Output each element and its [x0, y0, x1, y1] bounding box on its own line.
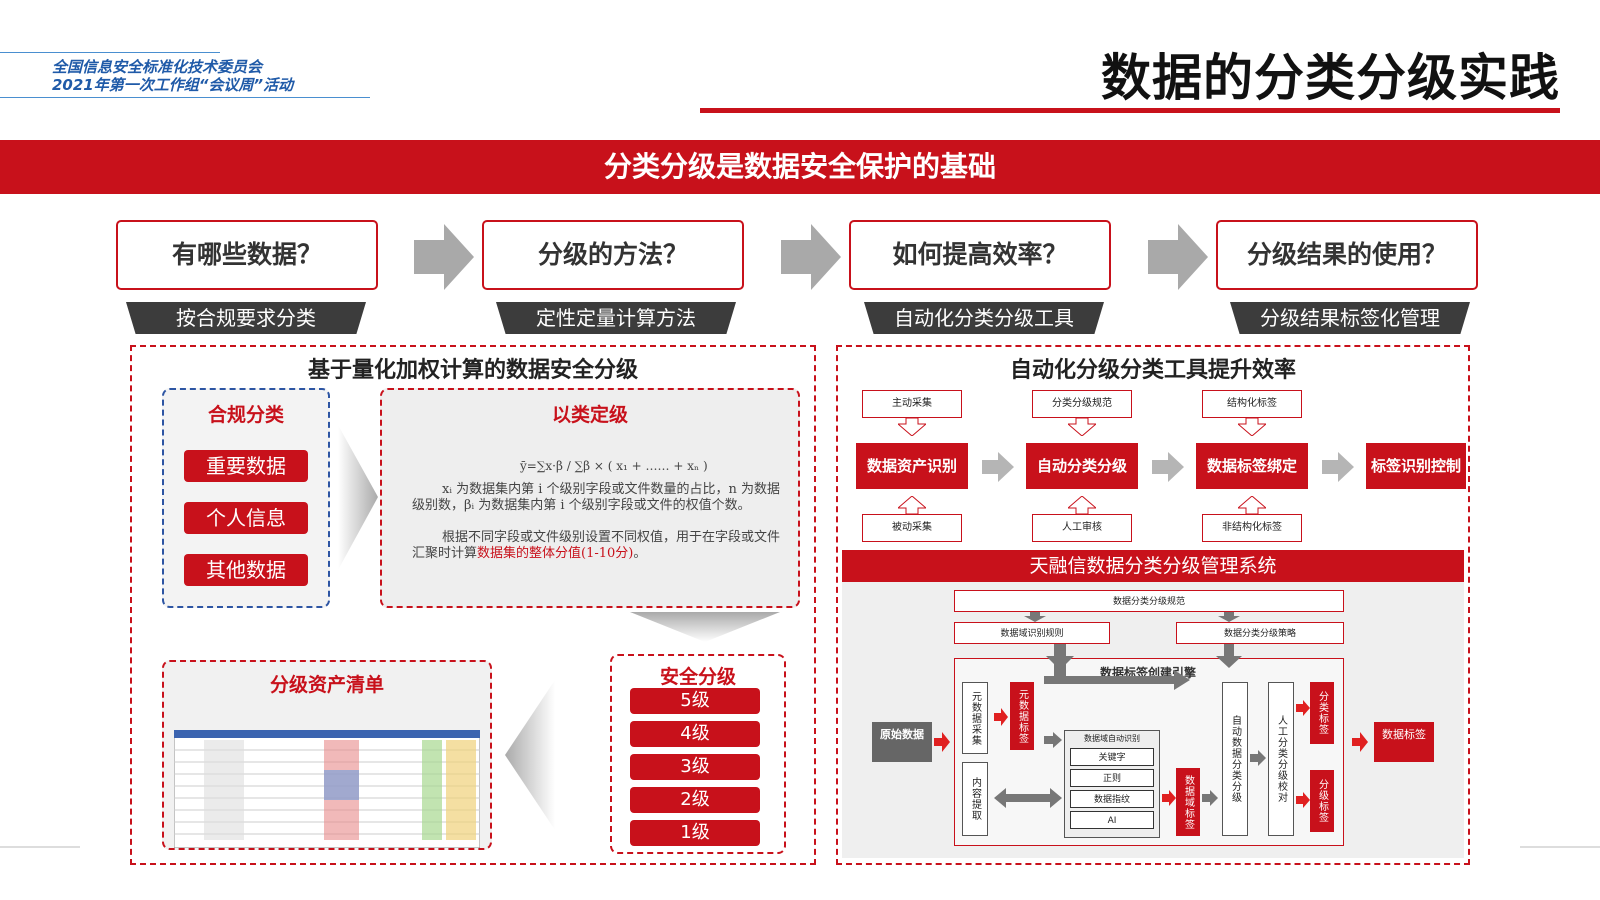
left-panel [130, 345, 816, 865]
sys-manual-check: 人工分类分级校对 [1268, 682, 1294, 836]
flow-right-arrow-3 [1322, 452, 1354, 482]
flow-up-arrow-1 [898, 496, 926, 514]
level-arrow-icon [1296, 792, 1310, 808]
sys-auto-classify: 自动数据分类分级 [1222, 682, 1248, 836]
levels-to-inventory-arrow [505, 680, 555, 830]
step-question-3: 如何提高效率？ [849, 220, 1111, 290]
level-1: 1级 [630, 820, 760, 846]
method-keyword: 关键字 [1070, 748, 1154, 766]
sys-content-extract: 内容提取 [962, 762, 988, 836]
sys-meta-collect: 元数据采集 [962, 682, 988, 754]
step-question-4: 分级结果的使用？ [1216, 220, 1478, 290]
inventory-table-thumbnail [174, 730, 480, 848]
auto-arrow-icon [1202, 790, 1218, 806]
compliance-to-method-arrow [338, 425, 378, 570]
flow-main-4: 标签识别控制 [1366, 443, 1466, 489]
method-card [380, 388, 800, 608]
step-arrow-2 [781, 224, 841, 290]
footer-line-right [1520, 846, 1600, 848]
compliance-item-personal: 个人信息 [184, 502, 308, 534]
method-desc-1: xᵢ 为数据集内第 i 个级别字段或文件数量的占比，n 为数据级别数，βᵢ 为数… [412, 482, 781, 513]
meta-arrow-icon [994, 708, 1008, 726]
footer-line-left [0, 846, 80, 848]
page-title: 数据的分类分级实践 [1101, 49, 1560, 107]
method-desc-2: 根据不同字段或文件级别设置不同权值，用于在字段或文件汇聚时计算数据集的整体分值(… [412, 530, 781, 561]
raw-arrow-icon [934, 732, 950, 752]
sys-level-tag: 分级标签 [1310, 770, 1334, 832]
sys-strategy: 数据分类分级策略 [1176, 622, 1344, 644]
event-name: 2021年第一次工作组“会议周”活动 [52, 76, 294, 94]
system-header: 天融信数据分类分级管理系统 [842, 550, 1464, 582]
level-5: 5级 [630, 688, 760, 714]
flow-main-2: 自动分类分级 [1026, 443, 1138, 489]
sys-connector-arrows [1024, 612, 1242, 690]
flow-down-arrow-2 [1068, 418, 1096, 436]
sys-raw-data: 原始数据 [872, 722, 932, 762]
flow-top-3: 结构化标签 [1202, 390, 1302, 418]
title-underline [700, 108, 1560, 113]
level-3: 3级 [630, 754, 760, 780]
class-arrow-icon [1296, 700, 1310, 716]
sys-sub-engine-title: 数据域自动识别 [1084, 734, 1140, 743]
step-tag-2: 定性定量计算方法 [496, 302, 736, 334]
sys-meta-tag: 元数据标签 [1010, 682, 1034, 750]
levels-title: 安全分级 [659, 666, 736, 688]
flow-up-arrow-2 [1068, 496, 1096, 514]
compliance-item-other: 其他数据 [184, 554, 308, 586]
data-tag-arrow-icon [1352, 732, 1368, 752]
flow-up-arrow-3 [1238, 496, 1266, 514]
compliance-title: 合规分类 [207, 404, 284, 426]
org-name: 全国信息安全标准化技术委员会 [52, 58, 263, 76]
flow-main-1: 数据资产识别 [856, 443, 968, 489]
flow-main-3: 数据标签绑定 [1196, 443, 1308, 489]
step-question-1: 有哪些数据？ [116, 220, 378, 290]
content-double-arrow [994, 788, 1062, 808]
method-regex: 正则 [1070, 769, 1154, 787]
flow-bottom-2: 人工审核 [1032, 514, 1132, 542]
sys-class-tag: 分类标签 [1310, 682, 1334, 744]
step-tag-4: 分级结果标签化管理 [1230, 302, 1470, 334]
flow-down-arrow-1 [898, 418, 926, 436]
flow-down-arrow-3 [1238, 418, 1266, 436]
step-tag-3: 自动化分类分级工具 [864, 302, 1104, 334]
sub-engine-arrow [1044, 732, 1062, 748]
left-panel-title: 基于量化加权计算的数据安全分级 [307, 358, 638, 383]
right-panel [836, 345, 1470, 865]
step-arrow-3 [1148, 224, 1208, 290]
step-question-2: 分级的方法？ [482, 220, 744, 290]
flow-bottom-1: 被动采集 [862, 514, 962, 542]
levels-box [610, 654, 786, 854]
sys-data-tag: 数据标签 [1374, 722, 1434, 762]
sys-domain-tag: 数据域标签 [1176, 768, 1200, 836]
method-ai: AI [1070, 811, 1154, 829]
step-tag-1: 按合规要求分类 [126, 302, 366, 334]
right-panel-title: 自动化分级分类工具提升效率 [1009, 358, 1296, 383]
compliance-item-important: 重要数据 [184, 450, 308, 482]
method-formula: ȳ=∑x·β / ∑β × ( x₁ + …… + xₙ ) [520, 459, 708, 473]
sys-spec: 数据分类分级规范 [954, 590, 1344, 612]
flow-top-2: 分类分级规范 [1032, 390, 1132, 418]
header-bottom-line [0, 97, 370, 98]
flow-right-arrow-2 [1152, 452, 1184, 482]
banner: 分类分级是数据安全保护的基础 [0, 140, 1600, 194]
sys-rules: 数据域识别规则 [954, 622, 1110, 644]
flow-top-1: 主动采集 [862, 390, 962, 418]
level-4: 4级 [630, 721, 760, 747]
method-fingerprint: 数据指纹 [1070, 790, 1154, 808]
manual-arrow-icon [1250, 750, 1266, 766]
method-title: 以类定级 [551, 404, 628, 426]
domain-arrow-icon [1162, 790, 1176, 806]
method-down-arrow [630, 612, 780, 642]
step-arrow-1 [414, 224, 474, 290]
header-top-line [0, 52, 220, 53]
flow-right-arrow-1 [982, 452, 1014, 482]
flow-bottom-3: 非结构化标签 [1202, 514, 1302, 542]
level-2: 2级 [630, 787, 760, 813]
inventory-title: 分级资产清单 [269, 674, 384, 696]
